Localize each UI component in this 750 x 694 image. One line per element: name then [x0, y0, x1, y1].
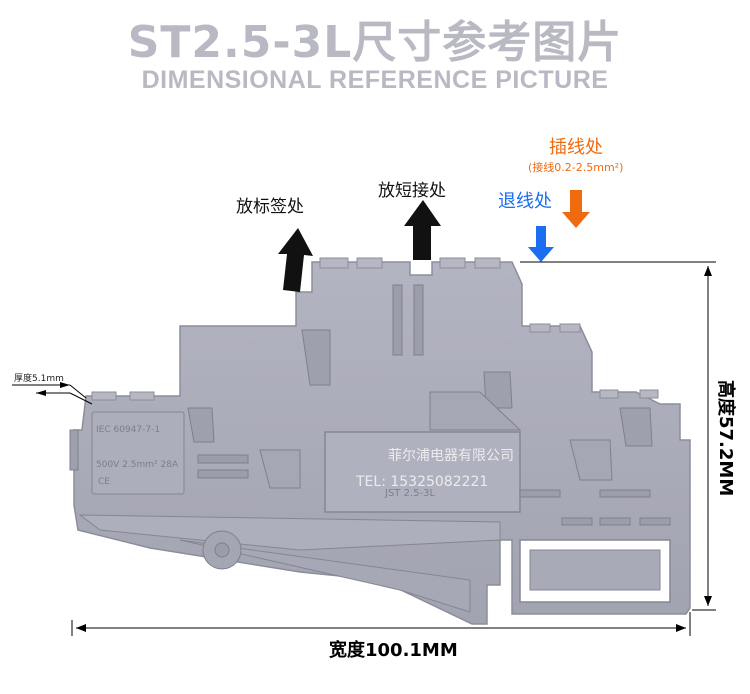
- marker-position-label: 放标签处: [236, 197, 304, 217]
- short-position-label: 放短接处: [378, 181, 446, 201]
- rating-plate: [91, 411, 185, 495]
- insert-position-label: 插线处: [549, 137, 603, 158]
- label-plate: [324, 431, 521, 513]
- height-dimension-line: [520, 261, 716, 611]
- insert-arrow-icon: [562, 190, 590, 228]
- height-dimension-label: 高度57.2MM: [715, 380, 736, 497]
- ce-mark: CE: [98, 477, 110, 487]
- width-dimension-line: [71, 612, 691, 636]
- model-mark: JST 2.5-3L: [384, 488, 435, 499]
- marker-arrow-icon: [278, 228, 313, 292]
- release-arrow-icon: [528, 226, 554, 262]
- page-subtitle: DIMENSIONAL REFERENCE PICTURE: [141, 66, 609, 94]
- standard-mark: IEC 60947-7-1: [96, 425, 160, 435]
- width-dimension-label: 宽度100.1MM: [329, 640, 458, 661]
- release-position-label: 退线处: [498, 191, 552, 212]
- page-title: ST2.5-3L尺寸参考图片: [127, 17, 623, 68]
- watermark-phone: TEL: 15325082221: [355, 474, 488, 490]
- short-arrow-icon: [404, 200, 441, 260]
- rating-mark: 500V 2.5mm² 28A: [96, 460, 179, 470]
- thickness-leader: [12, 382, 93, 405]
- insert-wire-range: (接线0.2-2.5mm²): [528, 161, 624, 174]
- watermark-company: 菲尔浦电器有限公司: [388, 448, 514, 464]
- thickness-label: 厚度5.1mm: [14, 374, 64, 384]
